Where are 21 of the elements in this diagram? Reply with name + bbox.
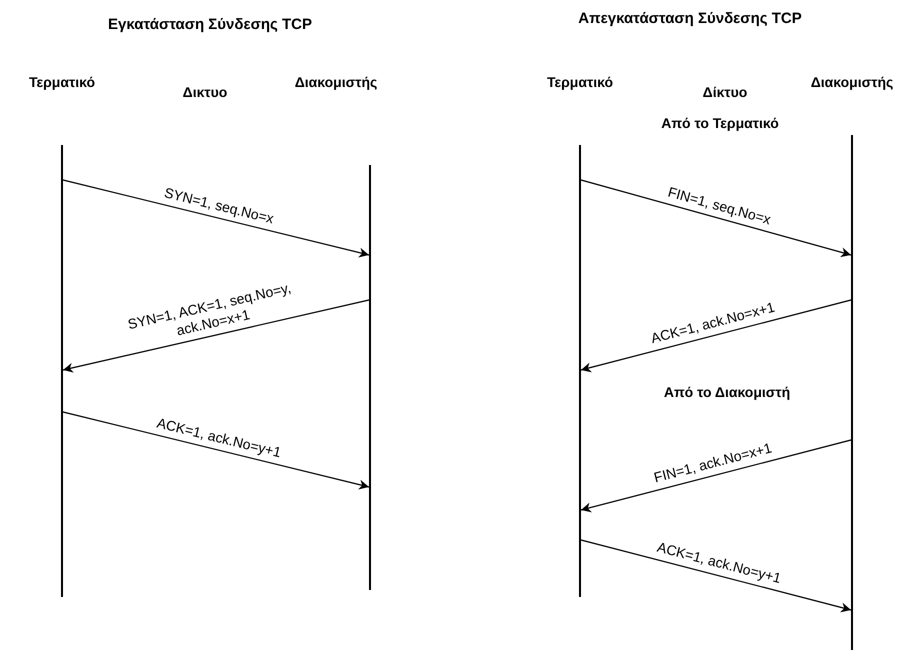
lifeline-heading: Διακομιστής xyxy=(810,73,894,92)
panel-heading: Απεγκατάσταση Σύνδεσης TCP xyxy=(578,9,802,29)
lifeline xyxy=(369,165,371,590)
arrow xyxy=(580,179,852,258)
arrow xyxy=(62,299,370,373)
lifeline xyxy=(61,145,63,597)
network-label: Δίκτυο xyxy=(702,83,748,102)
panel-heading: Εγκατάσταση Σύνδεσης TCP xyxy=(108,15,312,35)
arrow xyxy=(580,299,852,372)
lifeline-heading: Τερματικό xyxy=(28,73,96,92)
phase-label: Από το Διακομιστή xyxy=(664,383,790,402)
lifeline-heading: Διακομιστής xyxy=(294,73,378,92)
network-label: Δικτυο xyxy=(182,83,228,102)
arrow xyxy=(580,439,852,512)
phase-label: Από το Τερματικό xyxy=(661,114,779,133)
arrow xyxy=(62,179,370,258)
lifeline xyxy=(579,145,581,597)
arrow xyxy=(62,411,370,490)
arrow xyxy=(580,539,852,612)
lifeline xyxy=(851,135,853,650)
lifeline-heading: Τερματικό xyxy=(546,73,614,92)
